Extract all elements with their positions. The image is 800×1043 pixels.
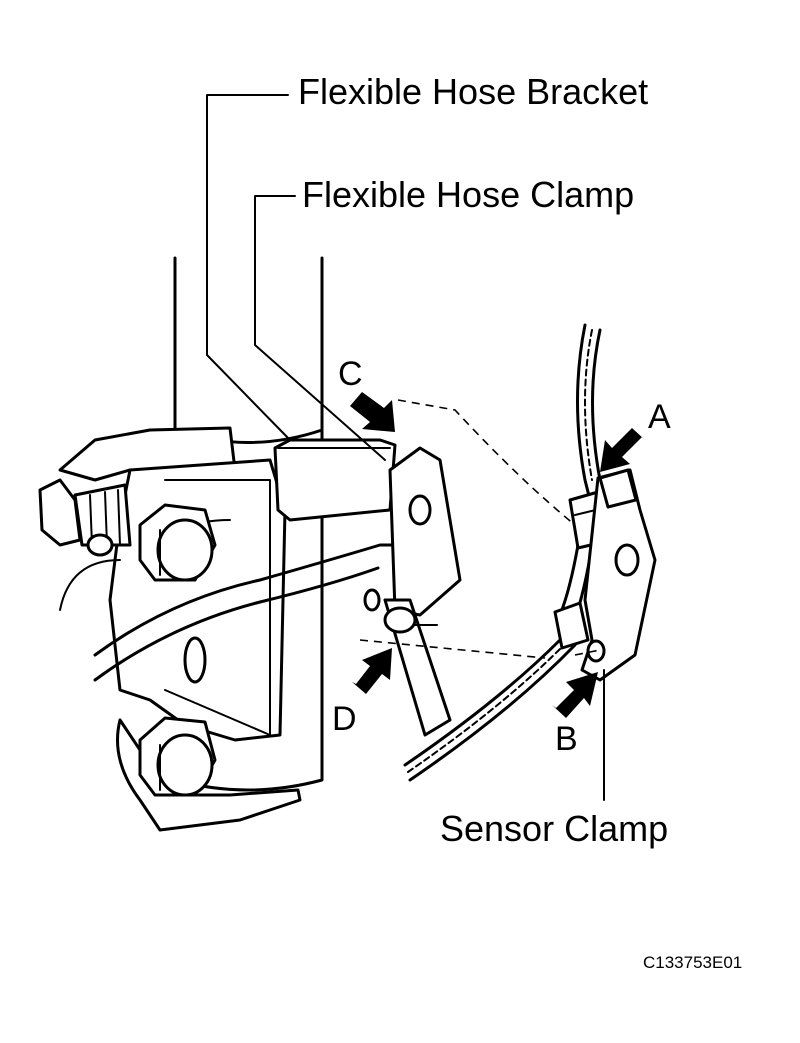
- point-c-label: C: [338, 355, 363, 393]
- flexible-hose: [363, 588, 452, 737]
- point-d-label: D: [332, 700, 357, 738]
- point-b-label: B: [555, 720, 578, 758]
- flexible-hose-bracket: [273, 438, 462, 617]
- brake-line: [93, 543, 402, 682]
- sensor-grommet-lower: [553, 601, 590, 650]
- arrow-d: [352, 648, 392, 694]
- arrow-a: [600, 428, 645, 472]
- arrow-c: [350, 392, 395, 432]
- figure-code: C133753E01: [643, 953, 742, 972]
- side-bolt: [38, 478, 132, 611]
- arrow-b: [552, 672, 598, 718]
- dashed-guides: [359, 399, 601, 659]
- sensor-clamp: [580, 468, 657, 682]
- sensor-clamp-label: Sensor Clamp: [440, 808, 668, 849]
- point-a-label: A: [648, 398, 671, 436]
- lower-bolt: [138, 716, 217, 797]
- callout-leaders: [206, 94, 605, 801]
- flexible-hose-clamp-label: Flexible Hose Clamp: [302, 174, 634, 215]
- upper-bolt: [138, 503, 217, 582]
- flexible-hose-bracket-label: Flexible Hose Bracket: [298, 71, 648, 112]
